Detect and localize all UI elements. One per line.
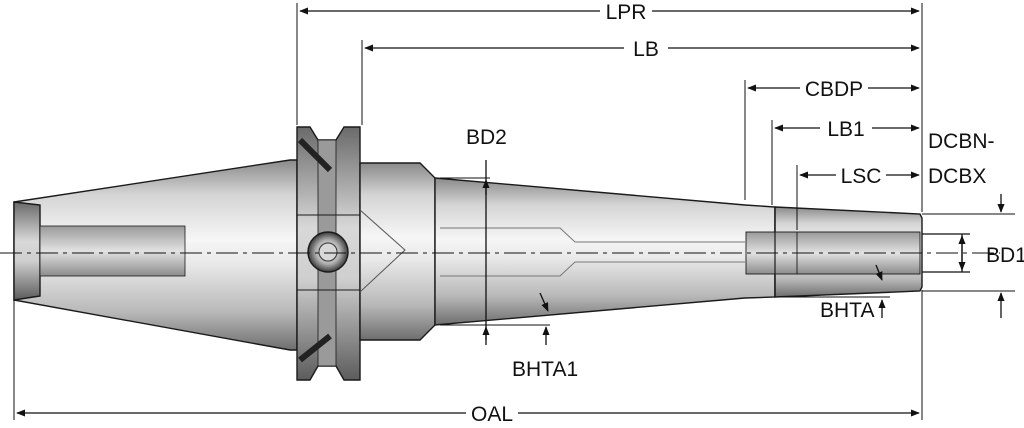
label-cbdp: CBDP: [805, 78, 863, 101]
label-bd1: BD1: [986, 244, 1024, 267]
label-dcbx: DCBX: [928, 165, 986, 188]
dimension-lines: [16, 7, 1005, 417]
flange-chamfer-bottom: [298, 333, 332, 363]
label-lb1: LB1: [827, 118, 864, 141]
label-lb: LB: [633, 38, 659, 61]
flange-chamfer-top: [297, 137, 333, 173]
collar: [359, 162, 436, 341]
label-lsc: LSC: [841, 165, 882, 188]
label-bd2: BD2: [466, 126, 507, 149]
shank-end: [13, 201, 41, 301]
label-oal: OAL: [471, 403, 513, 426]
label-bhta1: BHTA1: [512, 358, 578, 381]
label-lpr: LPR: [606, 1, 647, 24]
shank-bore: [39, 225, 186, 277]
label-dcbn: DCBN-: [928, 130, 995, 153]
label-bhta: BHTA: [820, 299, 874, 322]
extension-lines: [13, 3, 1015, 420]
dimension-labels: LPR LB CBDP LB1 LSC DCBN- DCBX BD2 BD1 B…: [466, 1, 1024, 426]
